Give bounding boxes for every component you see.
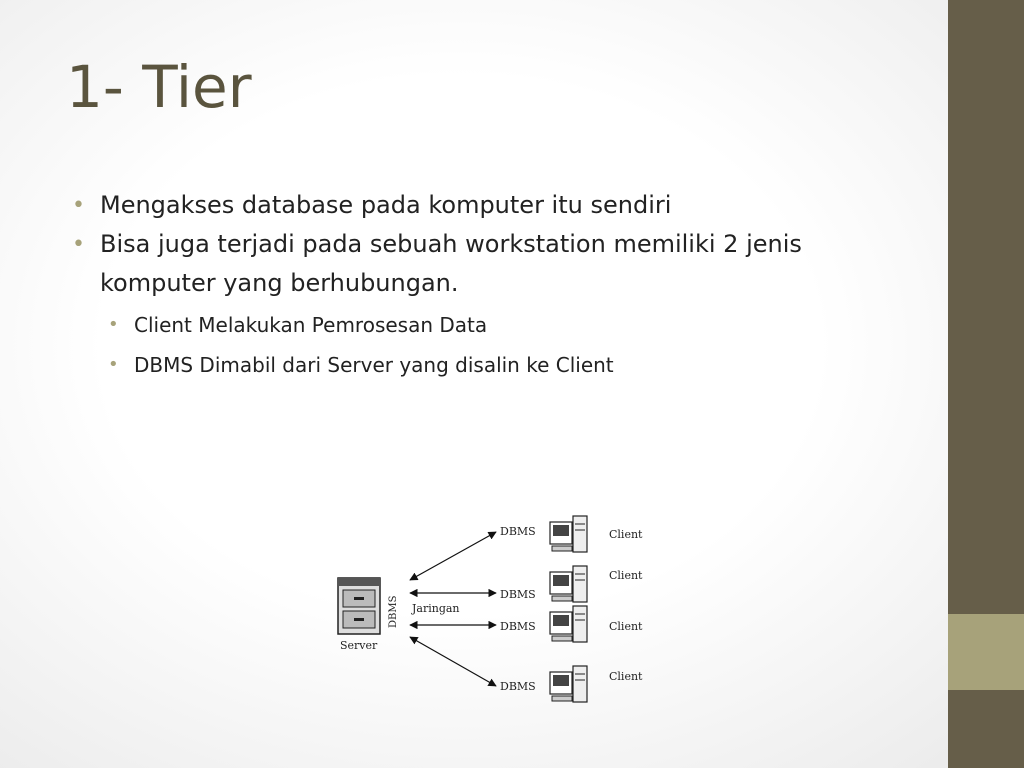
arrow-link-4 <box>409 636 497 687</box>
server-dbms-label: DBMS <box>388 595 399 628</box>
client-label: Client <box>609 620 643 633</box>
client-computer-icon <box>549 605 588 643</box>
sub-bullet-text: Client Melakukan Pemrosesan Data <box>134 313 488 337</box>
bullet-dot-icon: • <box>72 193 85 218</box>
bullet-list: • Mengakses database pada komputer itu s… <box>70 186 870 385</box>
bullet-item: • Mengakses database pada komputer itu s… <box>70 186 870 225</box>
client-label: Client <box>609 528 643 541</box>
dbms-label: DBMS <box>500 525 536 538</box>
server-label: Server <box>340 639 378 652</box>
bullet-item: • Bisa juga terjadi pada sebuah workstat… <box>70 225 860 303</box>
sidebar-accent-block <box>948 614 1024 690</box>
bullet-text: Mengakses database pada komputer itu sen… <box>100 191 672 219</box>
network-arrows <box>409 531 497 687</box>
client-label: Client <box>609 670 643 683</box>
bullet-text: Bisa juga terjadi pada sebuah workstatio… <box>100 230 802 297</box>
sub-bullet-item: • DBMS Dimabil dari Server yang disalin … <box>70 345 870 385</box>
bullet-dot-icon: • <box>72 232 85 257</box>
client-label: Client <box>609 569 643 582</box>
client-computer-icon <box>549 565 588 603</box>
one-tier-diagram: Server DBMS Jaringan DBMS DBMS DBMS DBMS <box>337 515 643 703</box>
client-computer-icon <box>549 665 588 703</box>
dbms-label: DBMS <box>500 620 536 633</box>
sub-bullet-item: • Client Melakukan Pemrosesan Data <box>70 305 870 345</box>
server-icon <box>337 577 381 635</box>
arrow-link-1 <box>409 531 497 581</box>
slide-title: 1- Tier <box>66 53 252 121</box>
network-label: Jaringan <box>411 602 460 615</box>
bullet-dot-icon: • <box>108 314 119 335</box>
dbms-label: DBMS <box>500 680 536 693</box>
bullet-dot-icon: • <box>108 354 119 375</box>
client-computer-icon <box>549 515 588 553</box>
sub-bullet-text: DBMS Dimabil dari Server yang disalin ke… <box>134 353 614 377</box>
dbms-label: DBMS <box>500 588 536 601</box>
